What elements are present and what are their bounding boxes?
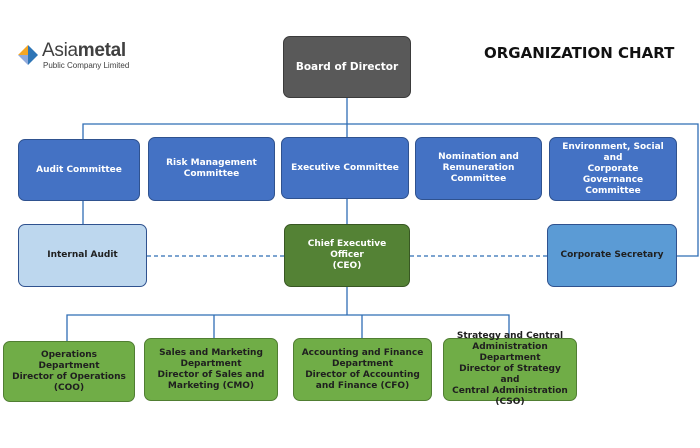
asiametal-logo-icon (18, 45, 38, 65)
logo-name-prefix: Asia (42, 40, 78, 61)
executive-committee-box: Executive Committee (281, 137, 409, 199)
board-of-director-box: Board of Director (283, 36, 411, 98)
internal-audit-box: Internal Audit (18, 224, 147, 287)
operations-department-box: Operations Department Director of Operat… (3, 341, 135, 402)
sales-marketing-department-box: Sales and Marketing Department Director … (144, 338, 278, 401)
risk-management-committee-box: Risk Management Committee (148, 137, 275, 201)
ceo-box: Chief Executive Officer (CEO) (284, 224, 410, 287)
strategy-administration-department-box: Strategy and Central Administration Depa… (443, 331, 577, 407)
esg-committee-box: Environment, Social and Corporate Govern… (549, 137, 677, 201)
logo-subtitle: Public Company Limited (43, 61, 130, 70)
accounting-finance-department-box: Accounting and Finance Department Direct… (293, 338, 432, 401)
logo-name-suffix: metal (77, 40, 126, 61)
corporate-secretary-box: Corporate Secretary (547, 224, 677, 287)
audit-committee-box: Audit Committee (18, 139, 140, 201)
department-bus (66, 314, 510, 341)
nomination-remuneration-committee-box: Nomination and Remuneration Committee (415, 137, 542, 200)
logo-name: Asiametal (42, 40, 126, 62)
committee-bus (82, 123, 699, 257)
chart-title: ORGANIZATION CHART (484, 44, 675, 62)
company-logo: Asiametal Public Company Limited (16, 40, 156, 74)
